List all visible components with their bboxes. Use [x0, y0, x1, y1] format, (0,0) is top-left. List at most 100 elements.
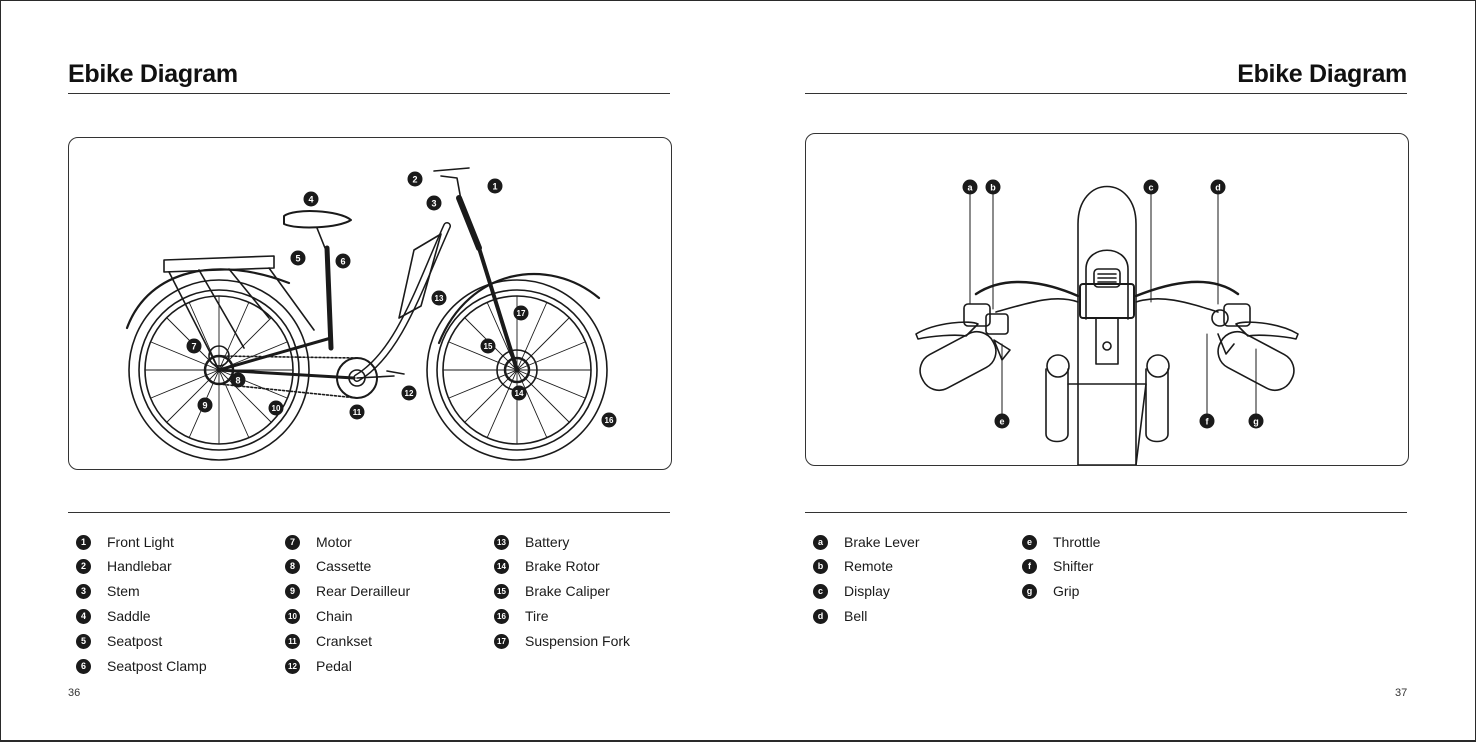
- callout-17: 17: [513, 305, 529, 321]
- display-screen: [1079, 283, 1135, 319]
- front-fender: [1077, 185, 1137, 465]
- number-badge: 14: [494, 558, 509, 574]
- callout-g: g: [1248, 413, 1264, 429]
- letter-badge: g: [1022, 583, 1037, 599]
- legend-label: Tire: [525, 608, 549, 624]
- svg-text:1: 1: [492, 182, 497, 192]
- legend-label: Remote: [844, 558, 894, 574]
- number-badge: 4: [76, 608, 91, 624]
- bike-side-view-panel: 1 2 3 4 5 6 7 8 9 10 11 12 13 14 15 16 1…: [68, 137, 672, 470]
- legend-label: Bell: [844, 608, 868, 624]
- svg-text:c: c: [1148, 183, 1153, 193]
- svg-text:7: 7: [191, 342, 196, 352]
- legend-label: Suspension Fork: [525, 633, 631, 649]
- legend-item: b Remote: [813, 556, 893, 576]
- bike-callout-markers: 1 2 3 4 5 6 7 8 9 10 11 12 13 14 15 16 1…: [186, 171, 617, 428]
- number-badge: 1: [76, 534, 91, 550]
- svg-text:8: 8: [235, 376, 240, 386]
- number-badge: 10: [285, 608, 300, 624]
- number-badge: 16: [494, 608, 509, 624]
- svg-text:f: f: [1206, 417, 1210, 427]
- callout-f: f: [1199, 413, 1215, 429]
- handlebar-callout-markers: a b c d e f g: [962, 179, 1264, 429]
- svg-text:b: b: [990, 183, 996, 193]
- svg-text:10: 10: [272, 404, 281, 413]
- legend-label: Chain: [316, 608, 353, 624]
- handlebar-top-view-illustration: a b c d e f g: [915, 179, 1299, 465]
- left-page-title: Ebike Diagram: [68, 60, 238, 88]
- legend-label: Battery: [525, 534, 570, 550]
- callout-7: 7: [186, 338, 202, 354]
- number-badge: 9: [285, 583, 300, 599]
- svg-text:4: 4: [308, 195, 313, 205]
- svg-text:17: 17: [517, 309, 526, 318]
- letter-badge: d: [813, 608, 828, 624]
- legend-item: 16 Tire: [494, 606, 549, 626]
- callout-a: a: [962, 179, 978, 195]
- number-badge: 6: [76, 658, 91, 674]
- number-badge: 11: [285, 633, 300, 649]
- callout-9: 9: [197, 397, 213, 413]
- callout-b: b: [985, 179, 1001, 195]
- number-badge: 2: [76, 558, 91, 574]
- left-legend-rule: [68, 512, 670, 513]
- handlebar-view-panel: a b c d e f g: [805, 133, 1409, 466]
- left-title-rule: [68, 93, 670, 94]
- svg-text:g: g: [1253, 417, 1259, 427]
- svg-text:16: 16: [605, 416, 614, 425]
- left-page-number: 36: [68, 687, 81, 699]
- callout-4: 4: [303, 191, 319, 207]
- letter-badge: f: [1022, 558, 1037, 574]
- letter-badge: c: [813, 583, 828, 599]
- legend-label: Rear Derailleur: [316, 583, 411, 599]
- svg-text:3: 3: [431, 199, 436, 209]
- legend-label: Seatpost Clamp: [107, 658, 207, 674]
- svg-text:e: e: [999, 417, 1004, 427]
- number-badge: 8: [285, 558, 300, 574]
- legend-label: Brake Lever: [844, 534, 920, 550]
- legend-label: Grip: [1053, 583, 1080, 599]
- letter-badge: e: [1022, 534, 1037, 550]
- svg-text:12: 12: [405, 389, 414, 398]
- legend-item: a Brake Lever: [813, 532, 919, 552]
- legend-label: Throttle: [1053, 534, 1101, 550]
- letter-badge: a: [813, 534, 828, 550]
- right-legend-rule: [805, 512, 1407, 513]
- callout-d: d: [1210, 179, 1226, 195]
- legend-item: e Throttle: [1022, 532, 1100, 552]
- right-page-number: 37: [1395, 687, 1408, 699]
- legend-label: Shifter: [1053, 558, 1094, 574]
- callout-14: 14: [511, 385, 527, 401]
- legend-label: Handlebar: [107, 558, 172, 574]
- legend-label: Pedal: [316, 658, 352, 674]
- svg-text:d: d: [1215, 183, 1221, 193]
- letter-badge: b: [813, 558, 828, 574]
- legend-item: 2 Handlebar: [76, 556, 172, 576]
- number-badge: 5: [76, 633, 91, 649]
- callout-12: 12: [401, 385, 417, 401]
- callout-c: c: [1143, 179, 1159, 195]
- svg-text:13: 13: [435, 294, 444, 303]
- legend-item: 13 Battery: [494, 532, 569, 552]
- legend-item: 9 Rear Derailleur: [285, 581, 410, 601]
- legend-item: 6 Seatpost Clamp: [76, 656, 207, 676]
- svg-text:11: 11: [353, 408, 362, 417]
- number-badge: 13: [494, 534, 509, 550]
- legend-item: f Shifter: [1022, 556, 1093, 576]
- callout-16: 16: [601, 412, 617, 428]
- front-tire: [426, 279, 608, 461]
- svg-text:9: 9: [202, 401, 207, 411]
- callout-5: 5: [290, 250, 306, 266]
- legend-label: Stem: [107, 583, 140, 599]
- legend-item: d Bell: [813, 606, 867, 626]
- svg-text:14: 14: [515, 389, 524, 398]
